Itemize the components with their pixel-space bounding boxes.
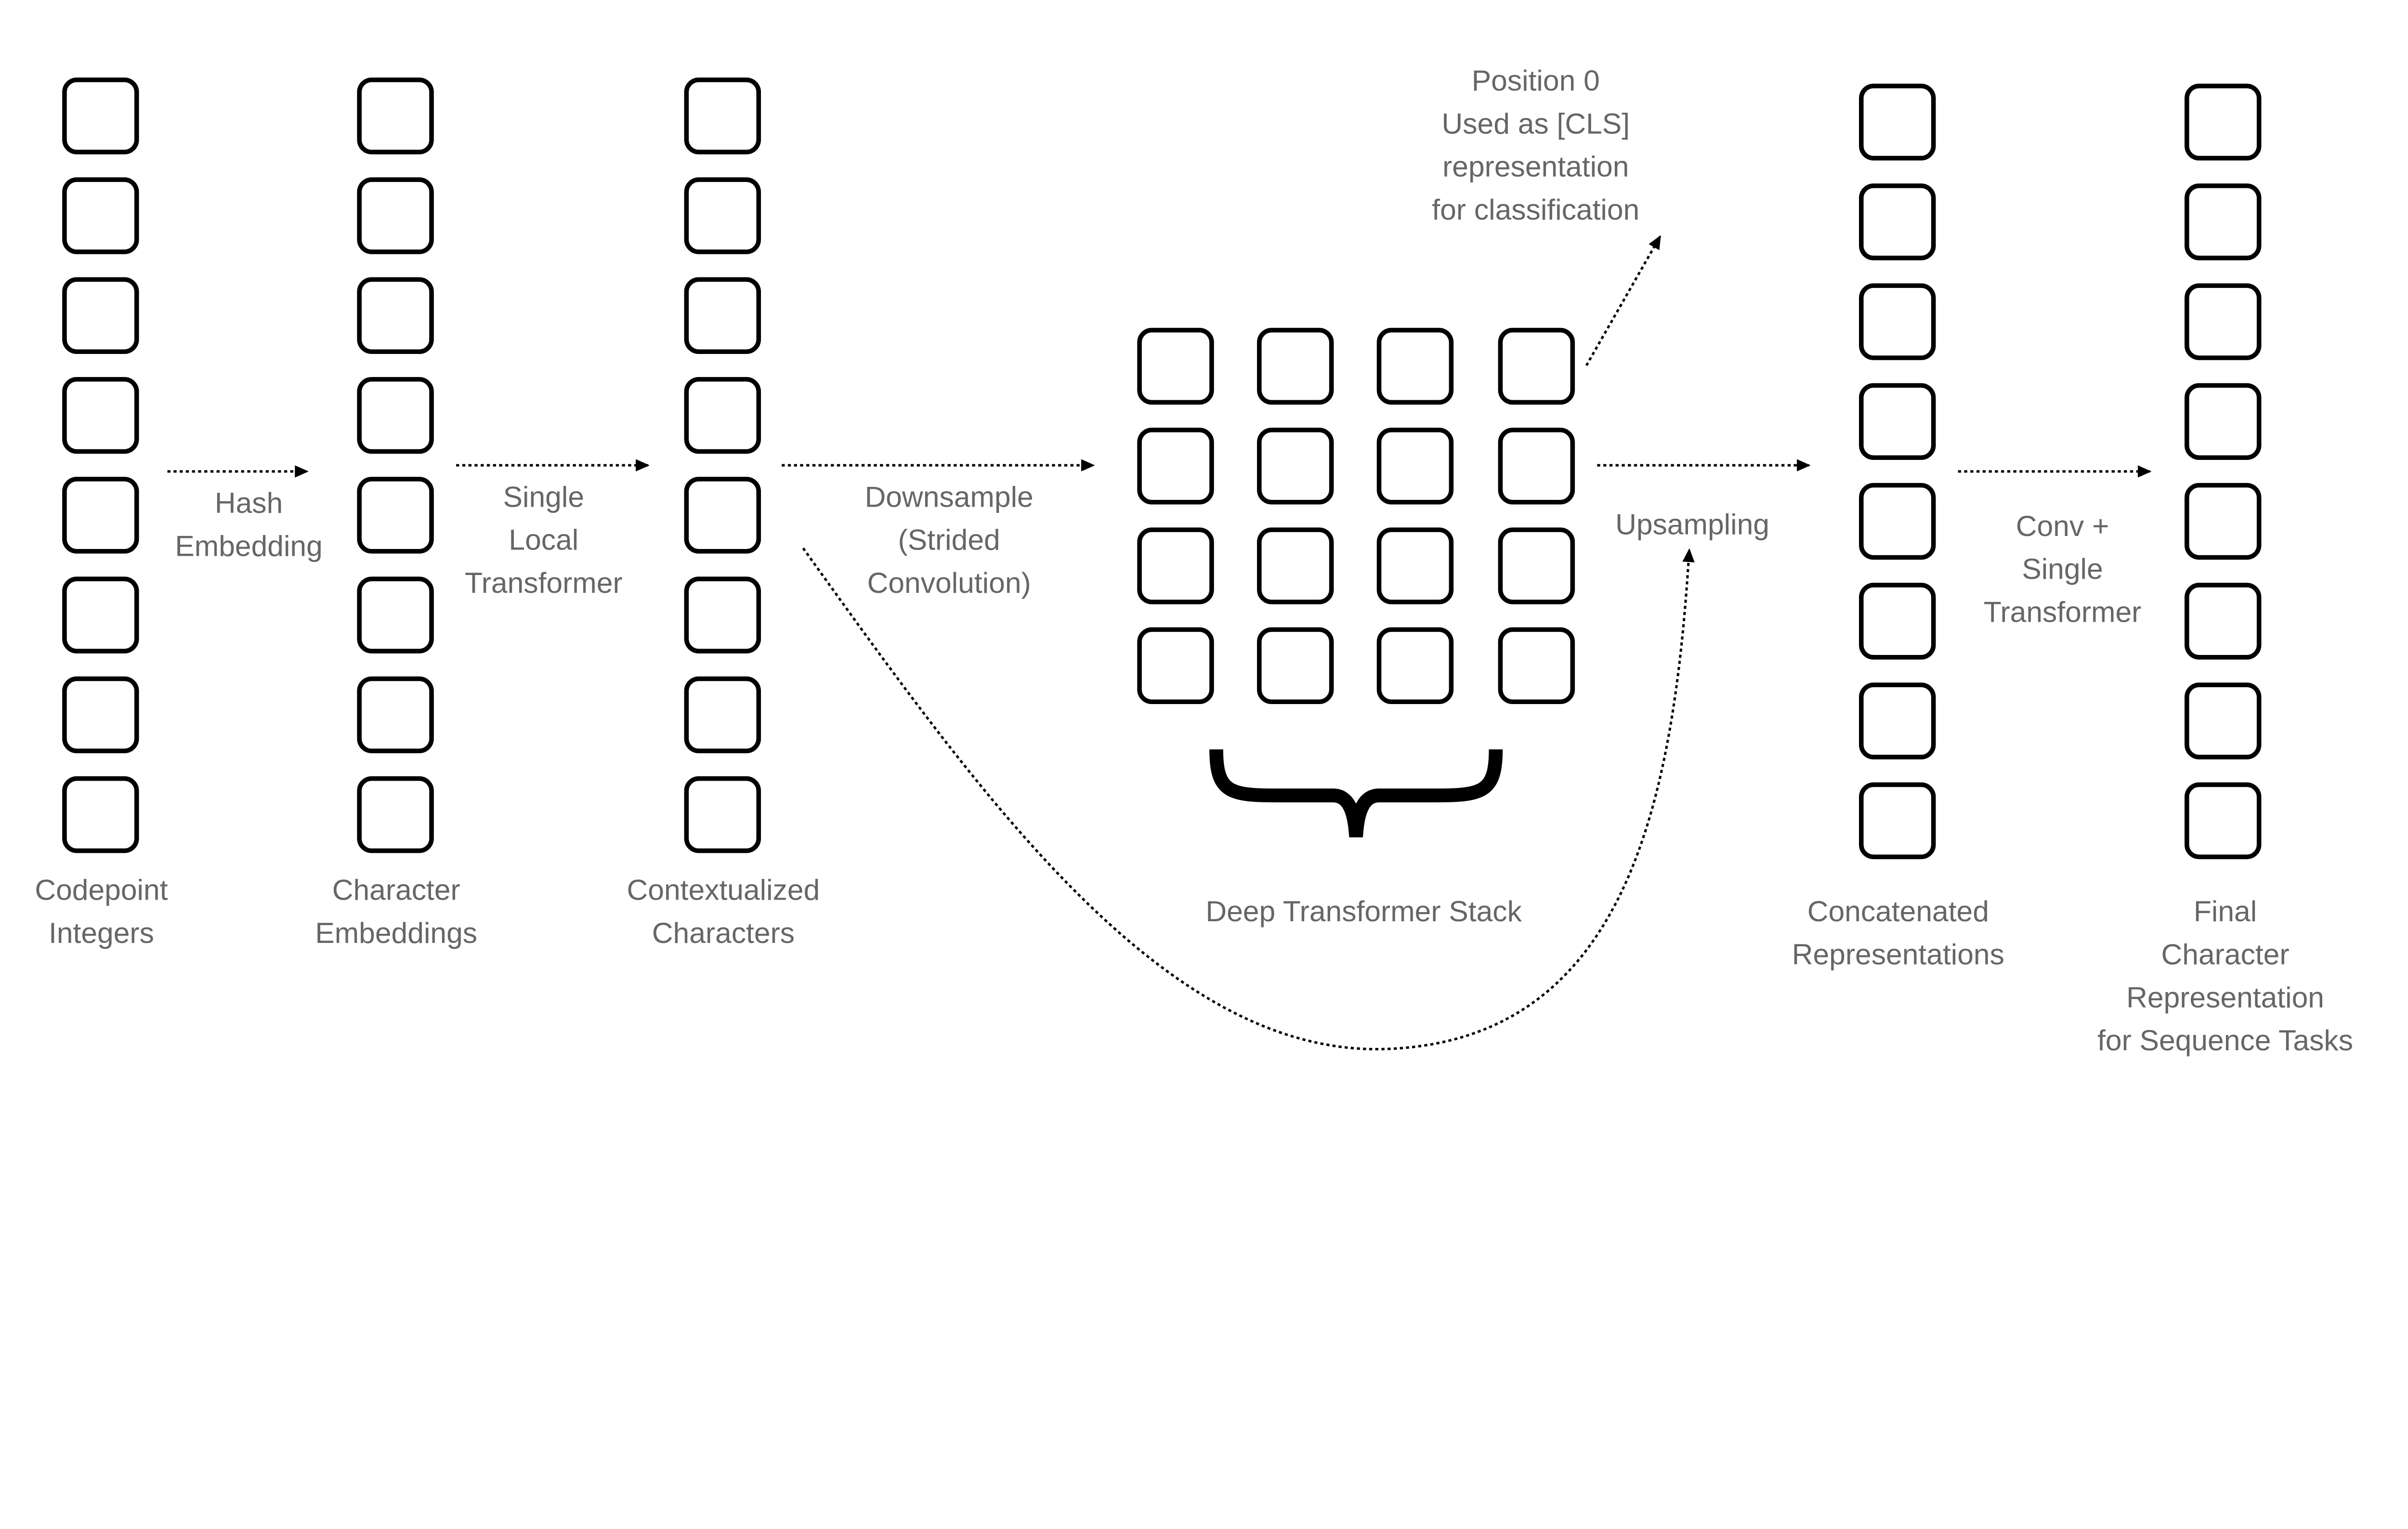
arrow-label: Conv +	[2016, 510, 2109, 542]
column-3-box	[1859, 283, 1936, 360]
column-4-box	[2185, 183, 2262, 261]
stack-box	[1498, 327, 1575, 405]
column-1-box	[357, 477, 434, 554]
column-2-box	[684, 78, 761, 155]
column-label: Character	[332, 874, 460, 906]
column-0-box	[62, 177, 139, 254]
cls-note: representation	[1442, 150, 1629, 183]
column-1-box	[357, 776, 434, 853]
column-2-box	[684, 477, 761, 554]
column-2-box	[684, 776, 761, 853]
stack-box	[1137, 627, 1214, 705]
column-label: for Sequence Tasks	[2097, 1024, 2353, 1057]
arrow-label: Downsample	[865, 480, 1034, 513]
stack-label: Deep Transformer Stack	[1205, 895, 1522, 928]
stack-box	[1257, 428, 1334, 505]
column-1-box	[357, 676, 434, 754]
column-label: Embeddings	[315, 916, 477, 949]
column-3-box	[1859, 782, 1936, 860]
stack-box	[1257, 627, 1334, 705]
column-label: Integers	[49, 916, 154, 949]
column-label: Concatenated	[1807, 895, 1989, 928]
column-0-box	[62, 776, 139, 853]
arrow-label: Convolution)	[867, 566, 1031, 599]
arrow-label: Local	[509, 523, 578, 556]
cls-arrow	[1585, 235, 1662, 366]
column-1-box	[357, 177, 434, 254]
stack-box	[1376, 627, 1454, 705]
column-1-box	[357, 78, 434, 155]
stack-box	[1257, 527, 1334, 604]
column-2-box	[684, 377, 761, 454]
column-label: Characters	[652, 916, 795, 949]
cls-note: Used as [CLS]	[1441, 107, 1630, 140]
column-4-box	[2185, 283, 2262, 360]
token-boxes	[62, 78, 2262, 860]
residual-skip-arrow	[802, 547, 1695, 1051]
arrow-label: Upsampling	[1615, 508, 1769, 541]
column-label: Contextualized	[627, 874, 820, 906]
column-3-box	[1859, 682, 1936, 759]
arrow-label: (Strided	[898, 523, 1000, 556]
column-3-box	[1859, 483, 1936, 560]
column-0-box	[62, 477, 139, 554]
column-0-box	[62, 576, 139, 653]
column-4-box	[2185, 782, 2262, 860]
stack-box	[1498, 627, 1575, 705]
column-1-box	[357, 277, 434, 354]
arrow-label: Hash	[215, 486, 283, 519]
column-label: Representation	[2126, 981, 2324, 1014]
column-2-box	[684, 177, 761, 254]
column-3-box	[1859, 183, 1936, 261]
column-2-box	[684, 576, 761, 653]
stack-box	[1376, 527, 1454, 604]
column-1-box	[357, 576, 434, 653]
column-4-box	[2185, 83, 2262, 161]
column-3-box	[1859, 583, 1936, 660]
column-label: Representations	[1792, 938, 2004, 971]
arrow-label: Embedding	[175, 529, 322, 562]
arrow-label: Single	[503, 480, 584, 513]
column-0-box	[62, 377, 139, 454]
column-4-box	[2185, 483, 2262, 560]
stack-box	[1137, 428, 1214, 505]
cls-note: Position 0	[1472, 64, 1600, 97]
stack-brace	[1209, 749, 1503, 837]
stack-box	[1376, 327, 1454, 405]
column-3-box	[1859, 83, 1936, 161]
column-label: Codepoint	[35, 874, 168, 906]
canine-architecture-diagram: CodepointIntegersCharacterEmbeddingsCont…	[35, 64, 2353, 1057]
column-1-box	[357, 377, 434, 454]
stack-box	[1137, 527, 1214, 604]
column-4-box	[2185, 383, 2262, 460]
stack-box	[1498, 527, 1575, 604]
column-label: Final	[2194, 895, 2257, 928]
column-0-box	[62, 277, 139, 354]
column-0-box	[62, 78, 139, 155]
column-2-box	[684, 676, 761, 754]
cls-note: for classification	[1432, 193, 1639, 226]
stack-box	[1257, 327, 1334, 405]
stack-box	[1137, 327, 1214, 405]
arrow-label: Single	[2022, 552, 2103, 585]
column-label: Character	[2161, 938, 2290, 971]
arrow-label: Transformer	[1984, 595, 2142, 628]
arrow-label: Transformer	[465, 566, 623, 599]
stack-box	[1376, 428, 1454, 505]
column-4-box	[2185, 682, 2262, 759]
column-4-box	[2185, 583, 2262, 660]
column-2-box	[684, 277, 761, 354]
stack-box	[1498, 428, 1575, 505]
column-3-box	[1859, 383, 1936, 460]
column-0-box	[62, 676, 139, 754]
